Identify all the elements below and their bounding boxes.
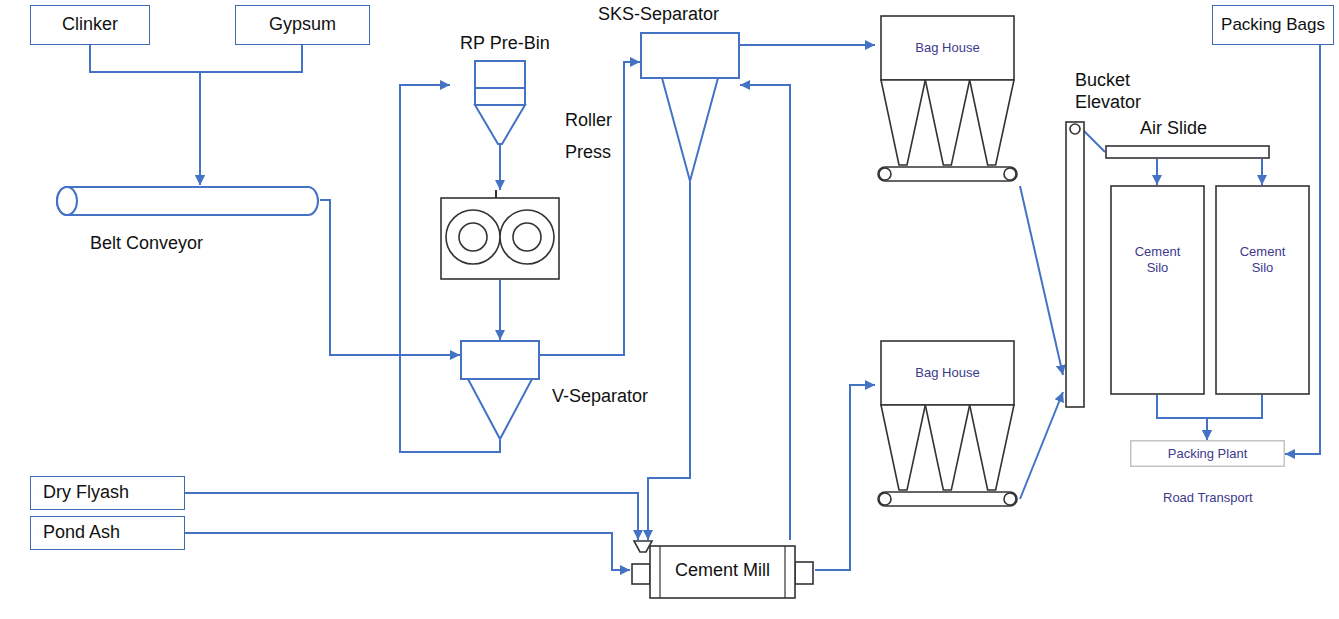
separator: SKS-Separator [640,32,740,182]
flow-arrow [185,533,630,570]
flow-arrow [499,280,501,340]
flow-arrow [815,385,875,570]
node-label: Dry Flyash [43,482,129,504]
node-label: Packing Bags [1221,15,1325,35]
cement-mill: Cement Mill [630,540,815,600]
node-label: RP Pre-Bin [460,33,590,55]
node-label: Bucket Elevator [1075,70,1165,113]
cement-silo-shape [1215,185,1310,395]
node-label: Belt Conveyor [90,233,310,255]
node-label: SKS-Separator [598,4,768,26]
input-box: Pond Ash [30,516,185,550]
roller-press: Roller Press [440,190,560,280]
node-label: Pond Ash [43,522,120,544]
node-label: Cement Mill [650,546,795,596]
flow-arrow [200,45,302,185]
cement-silo: Cement Silo [1215,185,1310,395]
bag-house: Bag House [875,15,1020,195]
node-label: Bag House [883,340,1013,405]
roller-press-shape [440,190,560,280]
cement-silo: Cement Silo [1110,185,1205,395]
input-box: Clinker [30,5,150,45]
node-label: Cement Silo [1128,230,1188,290]
flow-arrow [1261,159,1263,185]
flow-arrow [1020,392,1063,499]
flow-arrow [499,145,501,190]
node-label: Air Slide [1140,118,1250,140]
flow-arrow [740,44,875,46]
bucket-elevator-shape [1063,122,1087,407]
flow-arrow [1157,395,1207,440]
separator: V-Separator [460,340,540,440]
air-slide: Air Slide [1105,145,1270,159]
input-box: Dry Flyash [30,476,185,510]
node-label: V-Separator [552,386,682,408]
flow-arrow [648,182,690,540]
pre-bin: RP Pre-Bin [450,60,550,145]
cement-silo-shape [1110,185,1205,395]
node-label: Gypsum [269,14,336,36]
flow-arrow [90,45,200,185]
bucket-elevator: Bucket Elevator [1063,122,1087,407]
packing-plant: Packing Plant [1130,440,1285,467]
bag-house: Bag House [875,340,1020,520]
separator-shape [640,32,740,182]
flow-arrow [1020,186,1063,375]
node-label: Cement Silo [1233,230,1293,290]
belt-conveyor: Belt Conveyor [55,185,320,265]
flow-arrow [1156,159,1158,185]
node-label: Clinker [62,14,118,36]
node-label: Bag House [883,15,1013,80]
node-label: Roller Press [565,104,623,168]
air-slide-shape [1105,145,1270,159]
flow-arrow [320,200,460,355]
destination-note: Road Transport [1163,490,1253,505]
input-box: Gypsum [235,5,370,45]
separator-shape [460,340,540,440]
flow-arrow [740,85,790,540]
flow-arrow [1207,395,1262,440]
node-label: Packing Plant [1168,446,1248,462]
pre-bin-shape [450,60,550,145]
input-box: Packing Bags [1212,5,1334,45]
